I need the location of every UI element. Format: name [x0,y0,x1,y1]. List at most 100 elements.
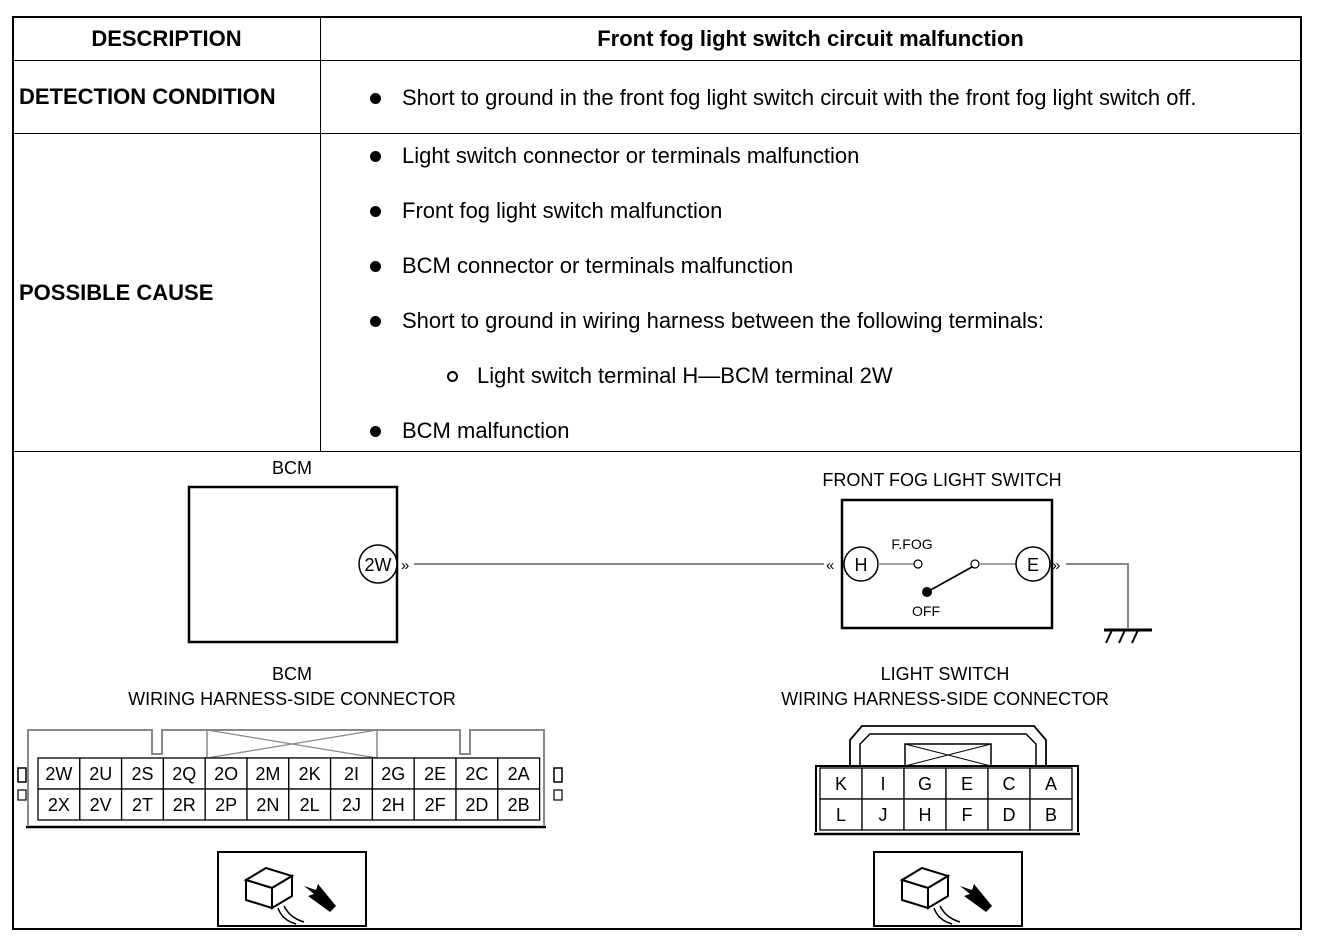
ground-symbol-icon [1104,628,1152,644]
bcm-terminal-circle [358,544,398,584]
wire-to-ground [1066,563,1129,628]
pin-cell [204,757,248,790]
pin-label: L [836,805,846,825]
cause-item: BCM connector or terminals malfunction [322,251,1299,280]
document-frame: DESCRIPTION Front fog light switch circu… [12,16,1302,930]
pin-label: 2A [508,764,530,784]
description-value: Front fog light switch circuit malfuncti… [320,18,1300,61]
detection-condition-list: Short to ground in the front fog light s… [322,83,1299,112]
pin-label: 2V [90,795,112,815]
possible-cause-label: POSSIBLE CAUSE [14,133,321,452]
pin-label: 2D [465,795,488,815]
pin-cell [120,788,165,821]
pin-label: 2G [381,764,405,784]
pin-label: 2K [299,764,321,784]
off-label: OFF [912,603,940,619]
pin-label: J [879,805,888,825]
possible-cause-list: Light switch connector or terminals malf… [322,141,1299,445]
switch-connector-arrow-left-icon: « [826,557,834,574]
ls-connector-hood-inner [859,733,1037,765]
pin-cell [288,788,332,821]
switch-terminal-h-label: H [855,555,868,575]
pin-cell [945,798,989,831]
pin-label: G [918,774,932,794]
bcm-connector-title: BCM [272,664,312,684]
pin-cell [371,757,415,790]
pin-cell [162,757,206,790]
detection-condition-label: DETECTION CONDITION [14,60,321,134]
bcm-connector-latch-right [553,767,563,783]
pin-cell [903,798,947,831]
pin-cell [987,767,1031,800]
pin-label: 2W [45,764,72,784]
pin-label: 2P [215,795,237,815]
diagnostic-info-table: DESCRIPTION Front fog light switch circu… [14,18,1300,452]
cause-item: BCM malfunction [322,416,1299,445]
pin-cell [413,757,457,790]
switch-pivot-contact-icon [970,559,980,569]
pin-label: 2B [508,795,530,815]
pin-cell [329,757,374,790]
possible-cause-cell: Light switch connector or terminals malf… [320,133,1300,452]
switch-terminal-e-label: E [1027,555,1039,575]
pin-cell [37,788,81,821]
bcm-title: BCM [272,458,312,478]
cause-item: Front fog light switch malfunction [322,196,1299,225]
fog-switch-box [840,498,1054,630]
detection-condition-row: DETECTION CONDITION Short to ground in t… [14,60,1300,134]
pin-label: 2U [89,764,112,784]
pin-label: 2L [300,795,320,815]
pin-label: 2Q [172,764,196,784]
pin-cell [455,788,499,821]
pin-label: K [835,774,847,794]
pin-cell [819,767,863,800]
pin-label: D [1003,805,1016,825]
bcm-connector-latch-left [17,767,27,783]
pin-label: A [1045,774,1057,794]
wiring-diagram: BCM 2W » FRONT FOG LIGHT SWITCH « H F.FO… [17,458,1152,927]
bcm-connector-subtitle: WIRING HARNESS-SIDE CONNECTOR [128,689,456,709]
pin-label: F [962,805,973,825]
light-switch-connector-subtitle: WIRING HARNESS-SIDE CONNECTOR [781,689,1109,709]
bcm-terminal-label: 2W [365,555,392,575]
pin-label: 2E [424,764,446,784]
pin-label: 2I [344,764,359,784]
pin-label: 2X [48,795,70,815]
pin-label: C [1003,774,1016,794]
pin-cell [246,788,290,821]
bcm-connector-latch-right-lower [553,789,563,801]
switch-title: FRONT FOG LIGHT SWITCH [822,470,1061,490]
pin-cell [861,798,905,831]
cause-item: Short to ground in wiring harness betwee… [322,306,1299,335]
pin-cell [162,788,206,821]
switch-terminal-e-circle [1015,546,1051,582]
pin-label: 2O [214,764,238,784]
possible-cause-row: POSSIBLE CAUSE Light switch connector or… [14,133,1300,452]
pin-label: H [919,805,932,825]
bcm-connector-view-icon [217,851,367,927]
pin-cell [371,788,415,821]
ls-connector-key-cross [904,743,992,767]
detection-condition-cell: Short to ground in the front fog light s… [320,60,1300,134]
pin-label: 2T [132,795,153,815]
pin-cell [903,767,947,800]
pin-cell [987,798,1031,831]
bcm-connector-arrow-icon: » [401,557,409,574]
pin-label: 2H [382,795,405,815]
description-row: DESCRIPTION Front fog light switch circu… [14,18,1300,61]
pin-label: 2C [465,764,488,784]
light-switch-connector-title: LIGHT SWITCH [881,664,1010,684]
pin-label: 2N [256,795,279,815]
ls-connector-housing [815,765,1079,832]
cause-sub-item: Light switch terminal H—BCM terminal 2W [322,361,1299,390]
ffog-contact-icon [913,559,923,569]
ls-connector-hood-outer [849,725,1047,765]
pin-label: E [961,774,973,794]
pin-cell [246,757,290,790]
cause-item: Light switch connector or terminals malf… [322,141,1299,170]
switch-lever-icon [926,566,973,593]
